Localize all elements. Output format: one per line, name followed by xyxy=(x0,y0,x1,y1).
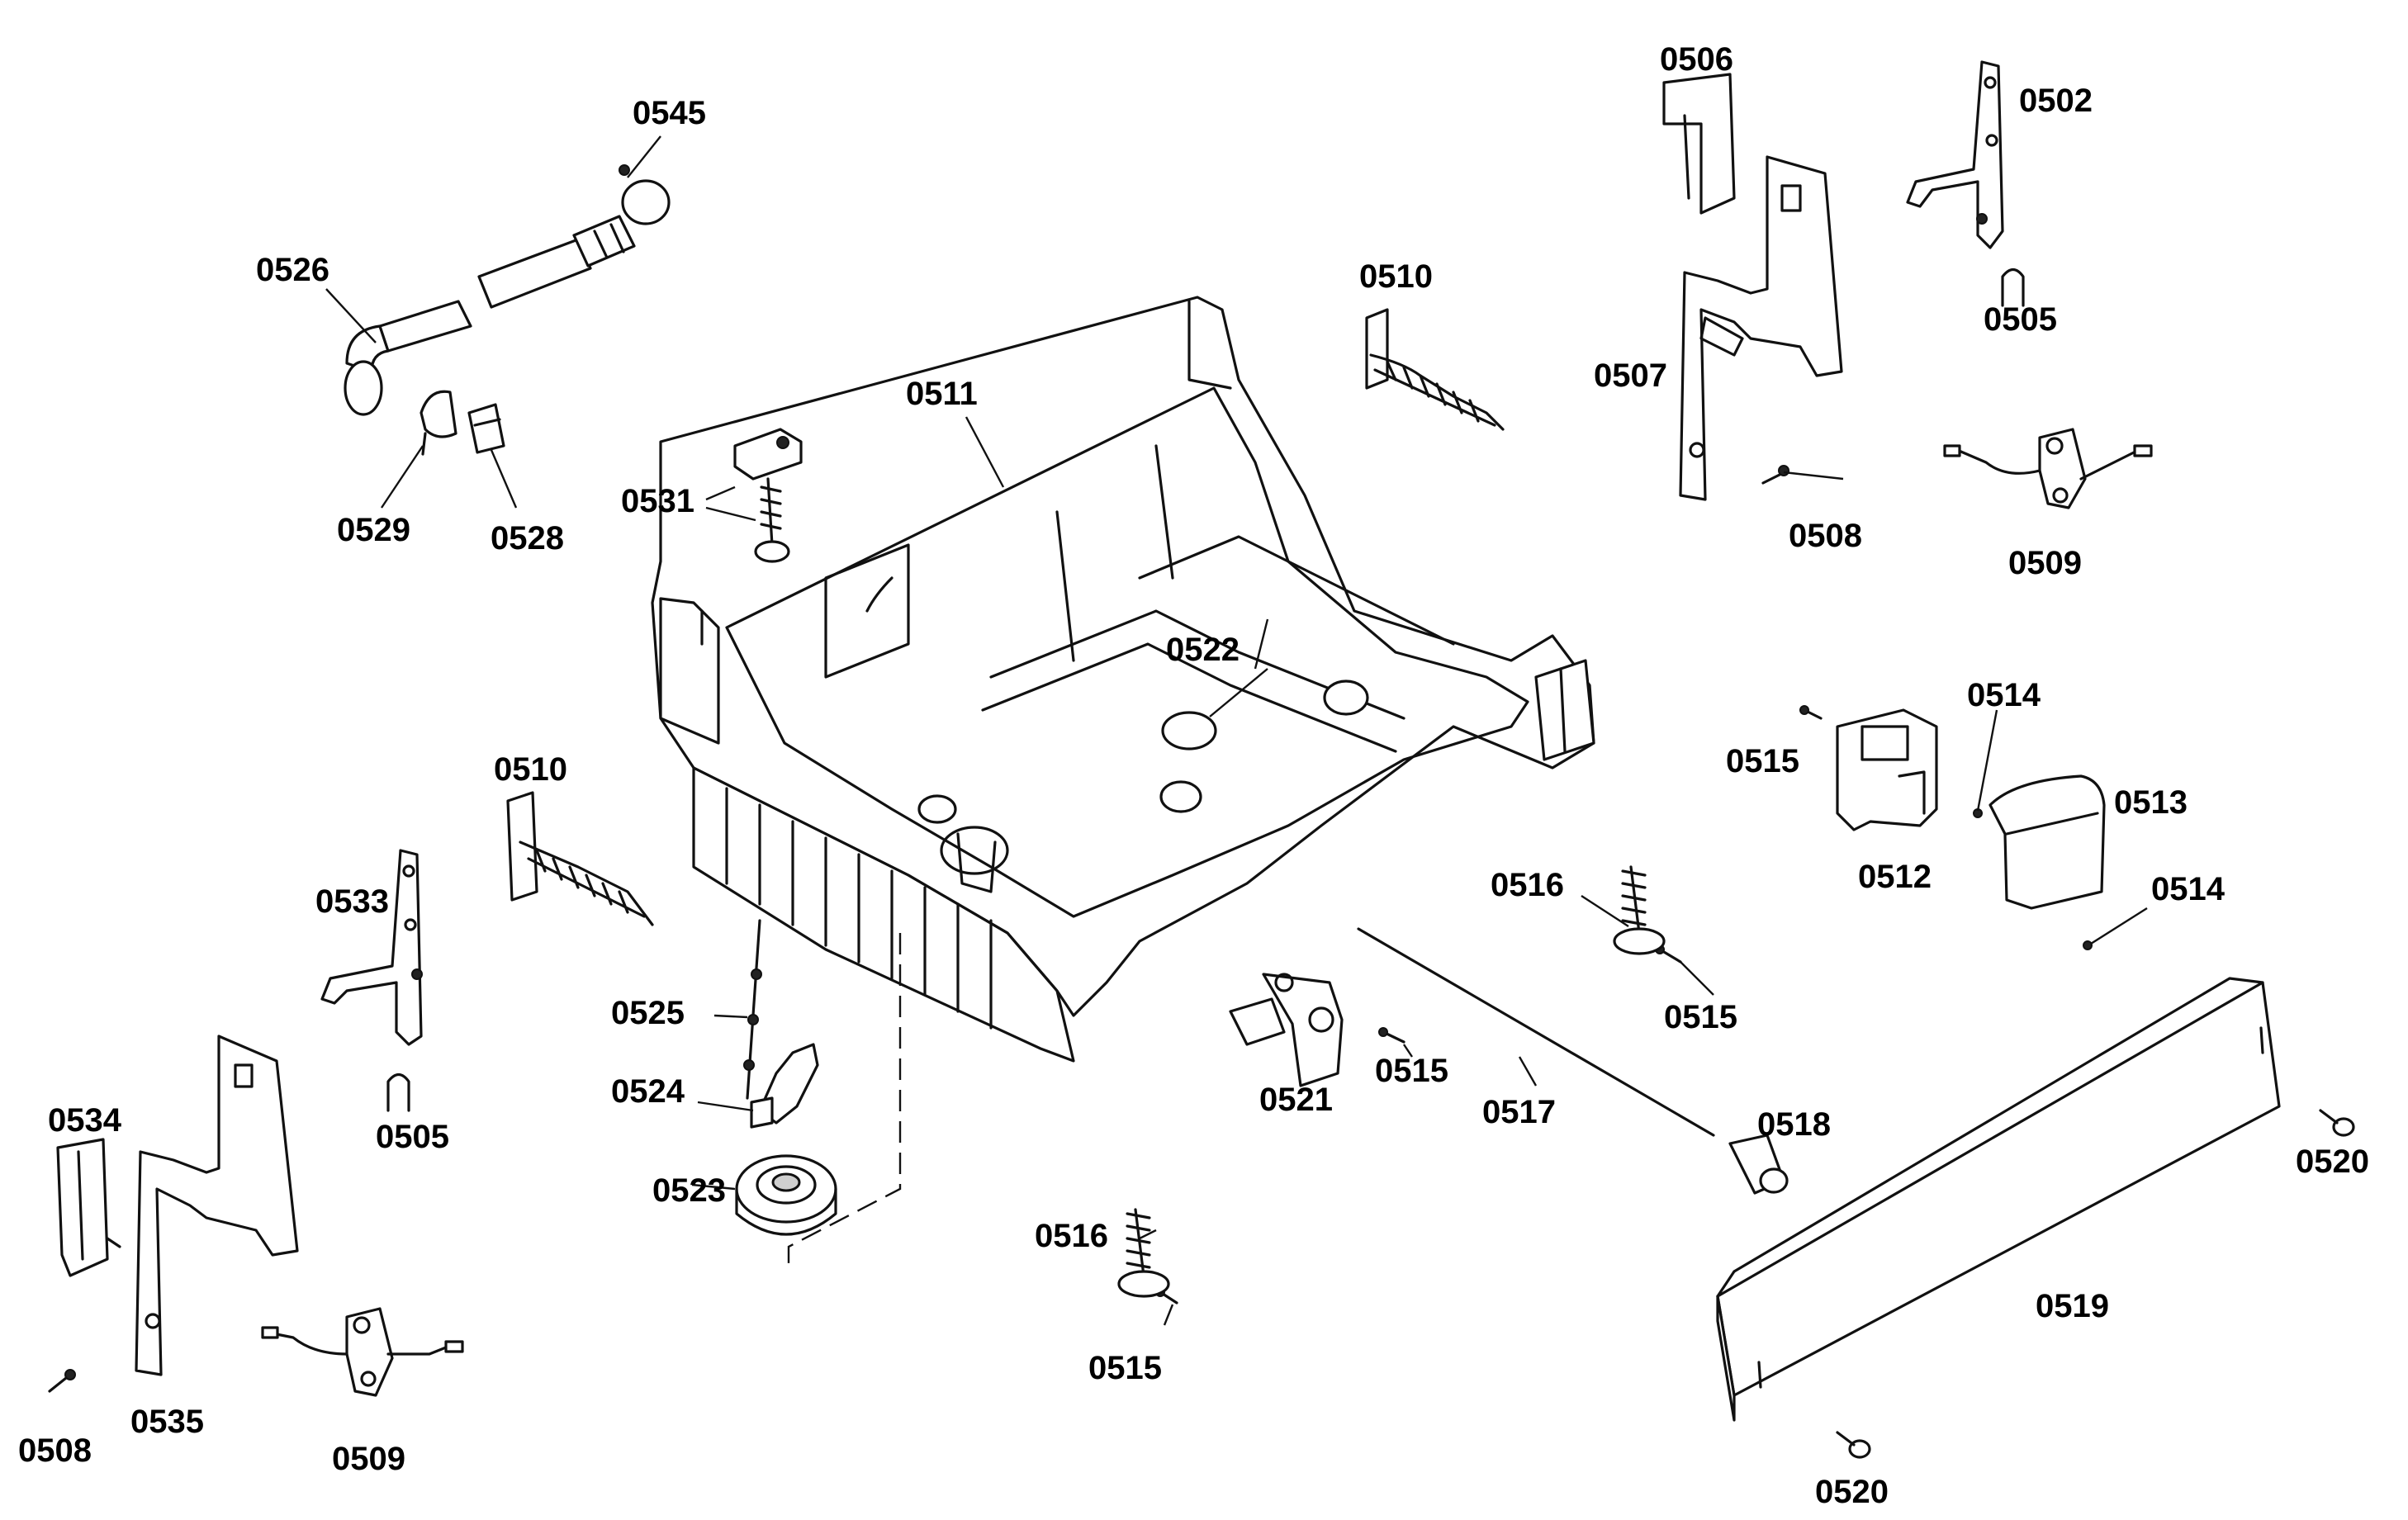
callout-0529: 0529 xyxy=(337,512,410,548)
cover-plate-part-lower xyxy=(56,1138,121,1277)
u-clip-part-lower xyxy=(386,1073,410,1112)
callout-0520-bottom: 0520 xyxy=(1815,1474,1889,1510)
callout-0509-upper: 0509 xyxy=(2008,545,2082,581)
callout-0531: 0531 xyxy=(621,483,694,519)
callout-0519: 0519 xyxy=(2036,1288,2109,1324)
base-tub-part xyxy=(651,296,1595,1063)
hinge-arm-part-lower xyxy=(320,849,423,1046)
actuator-rod-part xyxy=(1357,927,1715,1137)
hinge-bracket-upper-part xyxy=(1679,155,1843,501)
callout-0505-lower: 0505 xyxy=(376,1119,449,1155)
callout-0515-c: 0515 xyxy=(1375,1053,1448,1089)
leveling-foot-part-lower xyxy=(1117,1208,1170,1298)
callout-0508-lower: 0508 xyxy=(18,1432,92,1469)
callout-0511: 0511 xyxy=(906,376,978,412)
leader-lines xyxy=(325,135,2148,1326)
spring-part-lower xyxy=(506,791,654,926)
callout-0507: 0507 xyxy=(1594,358,1667,394)
inlet-valve-part xyxy=(1229,973,1344,1087)
callout-0528: 0528 xyxy=(491,520,564,556)
callout-0505-upper: 0505 xyxy=(1984,301,2057,338)
callout-0518: 0518 xyxy=(1757,1106,1831,1143)
callout-0533: 0533 xyxy=(315,883,389,920)
float-switch-part xyxy=(750,1043,819,1129)
float-rod-part xyxy=(743,919,762,1100)
callout-0545: 0545 xyxy=(633,95,706,131)
callout-0516-lower: 0516 xyxy=(1035,1218,1108,1254)
callout-0520-right: 0520 xyxy=(2296,1144,2369,1180)
callout-0523: 0523 xyxy=(652,1172,726,1209)
callout-0534: 0534 xyxy=(48,1102,122,1139)
callout-0526: 0526 xyxy=(256,252,329,288)
switch-cover-part xyxy=(1988,774,2106,910)
switch-housing-part xyxy=(1836,708,1938,831)
callout-0517: 0517 xyxy=(1482,1094,1556,1130)
callout-0513: 0513 xyxy=(2114,784,2188,821)
assembly-guide-line xyxy=(787,933,902,1263)
leveling-foot-part-upper xyxy=(1613,865,1666,955)
callout-0515-b: 0515 xyxy=(1664,999,1737,1035)
knob-part xyxy=(1728,1134,1789,1195)
callout-0508-upper: 0508 xyxy=(1789,518,1862,554)
callout-0512: 0512 xyxy=(1858,859,1932,895)
callout-0510-upper: 0510 xyxy=(1359,258,1433,295)
drain-hose-part xyxy=(344,215,636,416)
hose-clip-part xyxy=(420,390,457,456)
u-clip-part-upper xyxy=(2001,268,2025,307)
callout-0522: 0522 xyxy=(1166,632,1240,668)
callout-0502: 0502 xyxy=(2019,83,2093,119)
callout-0535: 0535 xyxy=(130,1404,204,1440)
callout-0506: 0506 xyxy=(1660,41,1733,78)
callout-0515-a: 0515 xyxy=(1726,743,1799,779)
hinge-bracket-part-lower xyxy=(135,1035,299,1376)
spring-part-upper xyxy=(1365,308,1505,431)
cover-plate-part xyxy=(1662,73,1736,215)
callout-0515-d: 0515 xyxy=(1088,1350,1162,1386)
callout-labels: 0545 0526 0529 0528 0531 0511 0510 0506 … xyxy=(18,41,2369,1510)
callout-0521: 0521 xyxy=(1259,1082,1333,1118)
sensor-block-part xyxy=(733,428,803,563)
kick-plate-part xyxy=(1716,977,2281,1422)
heater-sensor-part-lower xyxy=(261,1307,464,1397)
callout-0514-upper: 0514 xyxy=(1967,677,2041,713)
callout-0509-lower: 0509 xyxy=(332,1441,405,1477)
callout-0524: 0524 xyxy=(611,1073,685,1110)
pump-wheel-part xyxy=(735,1154,837,1236)
callout-0525: 0525 xyxy=(611,995,685,1031)
heater-sensor-part-upper xyxy=(1943,428,2153,509)
callout-0510-lower: 0510 xyxy=(494,751,567,788)
callout-0516-upper: 0516 xyxy=(1491,867,1564,903)
hose-clamp-part xyxy=(619,164,671,225)
hose-bracket-part xyxy=(467,403,505,454)
hinge-arm-part xyxy=(1906,60,2004,249)
callout-0514-lower: 0514 xyxy=(2151,871,2226,907)
